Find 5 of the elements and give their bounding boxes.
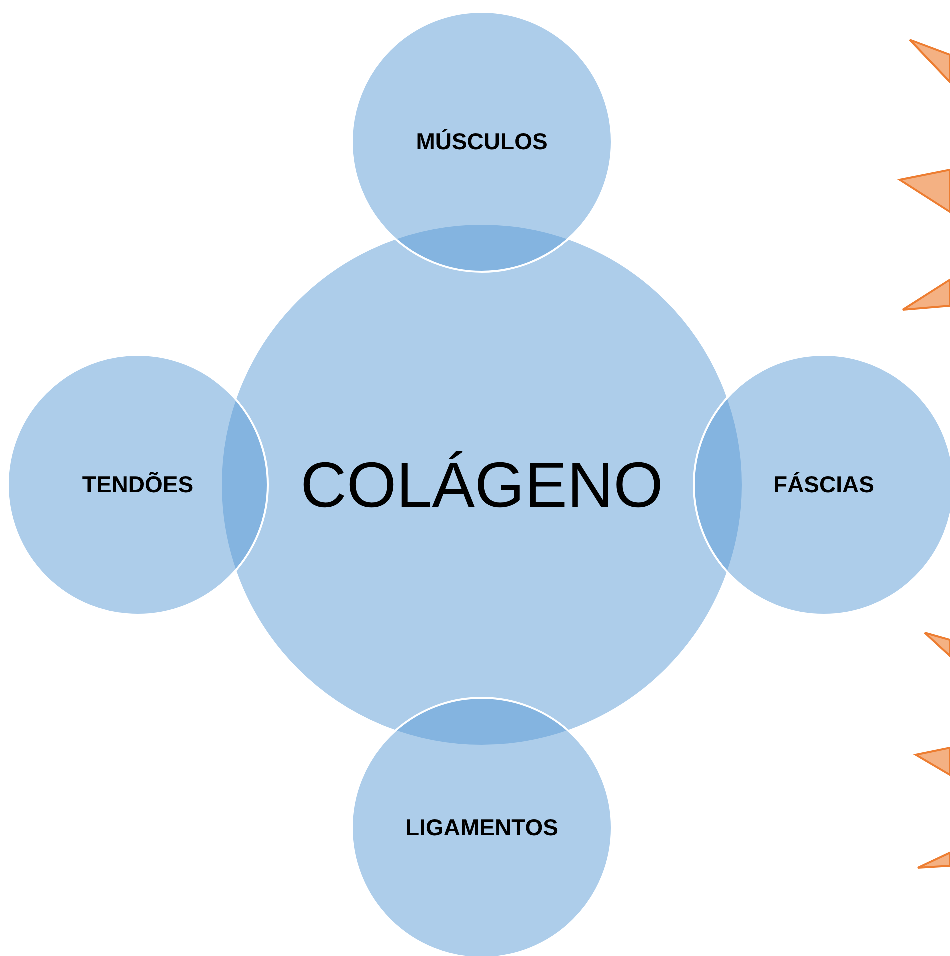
circle-label: COLÁGENO: [300, 448, 664, 522]
circle-label: TENDÕES: [81, 472, 195, 498]
circle-label: FÁSCIAS: [772, 472, 876, 498]
circle-label: LIGAMENTOS: [404, 814, 560, 842]
circle-label: MÚSCULOS: [415, 128, 549, 156]
